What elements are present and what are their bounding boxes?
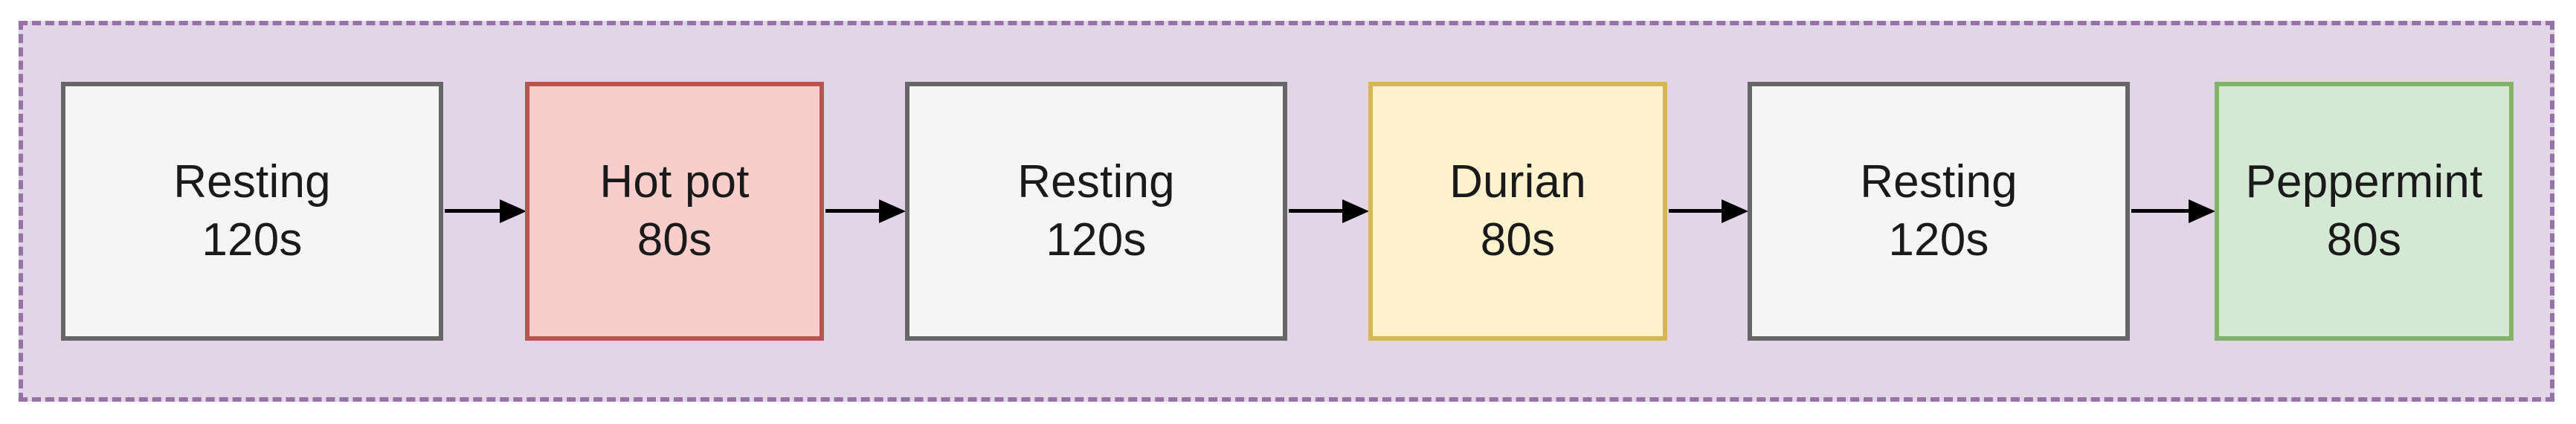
- arrow-shaft: [2131, 209, 2193, 213]
- node-resting-2[interactable]: Resting 120s: [905, 82, 1287, 341]
- node-label: Peppermint: [2245, 155, 2483, 208]
- node-resting-3[interactable]: Resting 120s: [1748, 82, 2130, 341]
- arrow-head: [2189, 199, 2215, 223]
- node-label: Durian: [1449, 155, 1586, 208]
- arrow-right-icon-3: [1289, 199, 1369, 223]
- arrow-head: [1722, 199, 1748, 223]
- node-peppermint[interactable]: Peppermint 80s: [2215, 82, 2514, 341]
- node-duration: 80s: [2326, 214, 2402, 266]
- node-resting-1[interactable]: Resting 120s: [61, 82, 443, 341]
- node-duration: 120s: [1046, 214, 1147, 266]
- arrow-shaft: [1289, 209, 1347, 213]
- node-label: Resting: [1017, 155, 1175, 208]
- arrow-right-icon-1: [445, 199, 527, 223]
- arrow-right-icon-4: [1669, 199, 1748, 223]
- arrow-head: [879, 199, 906, 223]
- arrow-right-icon-5: [2131, 199, 2215, 223]
- arrow-shaft: [1669, 209, 1726, 213]
- arrow-shaft: [825, 209, 883, 213]
- arrow-shaft: [445, 209, 504, 213]
- node-durian[interactable]: Durian 80s: [1368, 82, 1667, 341]
- node-duration: 80s: [637, 214, 712, 266]
- node-label: Resting: [173, 155, 331, 208]
- arrow-head: [1342, 199, 1369, 223]
- node-label: Resting: [1860, 155, 2018, 208]
- node-label: Hot pot: [599, 155, 750, 208]
- node-duration: 80s: [1480, 214, 1556, 266]
- node-hot-pot[interactable]: Hot pot 80s: [525, 82, 824, 341]
- node-duration: 120s: [1888, 214, 1989, 266]
- arrow-head: [500, 199, 527, 223]
- node-duration: 120s: [202, 214, 303, 266]
- arrow-right-icon-2: [825, 199, 906, 223]
